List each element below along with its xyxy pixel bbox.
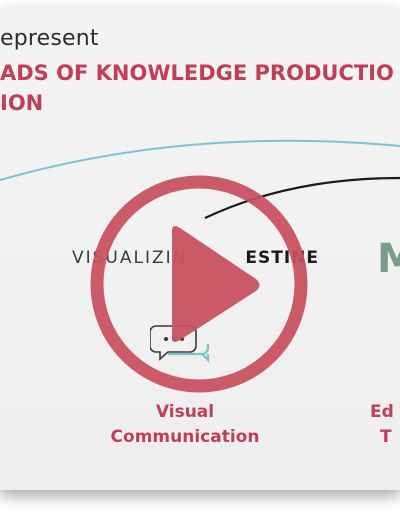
headline-line-1: ADS OF KNOWLEDGE PRODUCTIO <box>0 61 394 85</box>
headline-line-2: ION <box>0 91 44 115</box>
blue-arc <box>0 139 400 182</box>
slide-headline: ADS OF KNOWLEDGE PRODUCTIO ION <box>0 58 394 118</box>
black-arc <box>204 176 400 219</box>
intro-text: epresent <box>0 26 99 51</box>
label-ed-line-2: T <box>380 427 392 447</box>
label-visual-line-2: Communication <box>110 427 260 447</box>
play-button[interactable] <box>88 173 310 395</box>
connector-arcs <box>0 139 400 219</box>
label-visual-line-1: Visual <box>155 402 215 422</box>
label-education: Ed T <box>370 400 394 450</box>
label-ed-line-1: Ed <box>370 402 394 422</box>
play-icon <box>172 226 260 342</box>
m-logo: M <box>377 236 400 282</box>
video-slide[interactable]: epresent ADS OF KNOWLEDGE PRODUCTIO ION … <box>0 8 400 490</box>
label-visual-communication: Visual Communication <box>96 400 274 450</box>
